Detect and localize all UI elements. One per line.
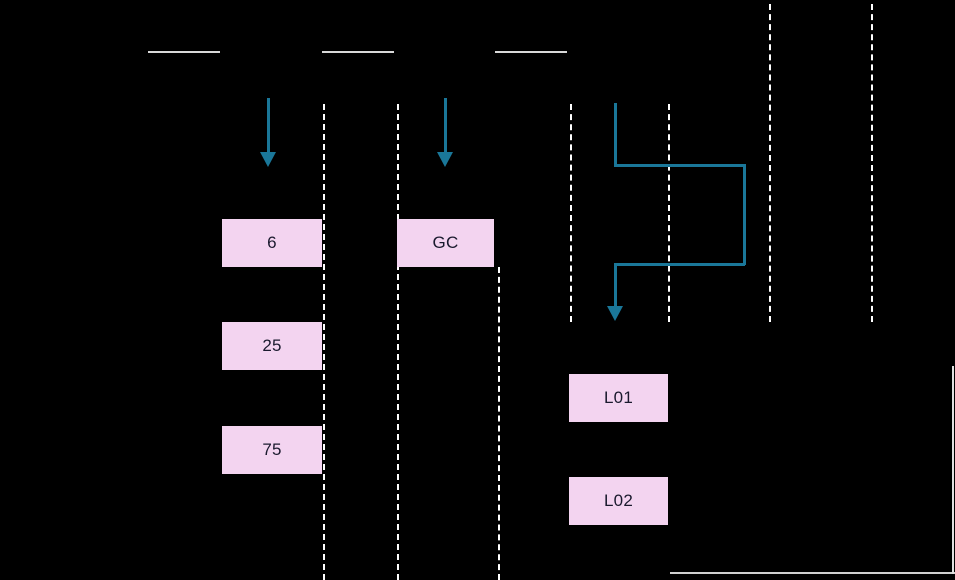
message-box-l01[interactable]: L01 bbox=[569, 374, 668, 422]
message-box-6-label: 6 bbox=[267, 233, 277, 252]
self-loop-arrow-segment-down-1 bbox=[614, 103, 617, 167]
message-box-l01-label: L01 bbox=[604, 388, 633, 407]
message-box-25[interactable]: 25 bbox=[222, 322, 322, 370]
lifeline-6 bbox=[769, 4, 771, 322]
message-box-6[interactable]: 6 bbox=[222, 219, 322, 267]
message-box-l02[interactable]: L02 bbox=[569, 477, 668, 525]
self-loop-arrow-segment-left bbox=[614, 263, 745, 266]
self-loop-arrow-segment-down-2 bbox=[743, 164, 746, 265]
self-loop-arrow-head bbox=[607, 306, 623, 321]
participant-header-rule-1 bbox=[148, 51, 220, 53]
lifeline-4 bbox=[570, 104, 572, 322]
message-arrow-1-head bbox=[260, 152, 276, 167]
message-box-25-label: 25 bbox=[262, 336, 282, 355]
participant-header-rule-3 bbox=[495, 51, 567, 53]
self-loop-arrow-segment-right bbox=[614, 164, 745, 167]
message-box-gc-label: GC bbox=[432, 233, 459, 252]
message-arrow-1-shaft bbox=[267, 98, 270, 153]
bottom-separator-rule bbox=[670, 572, 955, 574]
message-arrow-2-head bbox=[437, 152, 453, 167]
message-box-75[interactable]: 75 bbox=[222, 426, 322, 474]
message-box-75-label: 75 bbox=[262, 440, 282, 459]
message-box-l02-label: L02 bbox=[604, 491, 633, 510]
lifeline-7 bbox=[871, 4, 873, 322]
participant-header-rule-2 bbox=[322, 51, 394, 53]
lifeline-2 bbox=[397, 104, 399, 580]
self-loop-arrow-segment-down-3 bbox=[614, 263, 617, 307]
lifeline-1 bbox=[323, 104, 325, 580]
lifeline-5 bbox=[668, 104, 670, 322]
message-arrow-2-shaft bbox=[444, 98, 447, 153]
message-box-gc[interactable]: GC bbox=[397, 219, 494, 267]
right-edge-strip bbox=[952, 366, 954, 574]
lifeline-3 bbox=[498, 267, 500, 580]
